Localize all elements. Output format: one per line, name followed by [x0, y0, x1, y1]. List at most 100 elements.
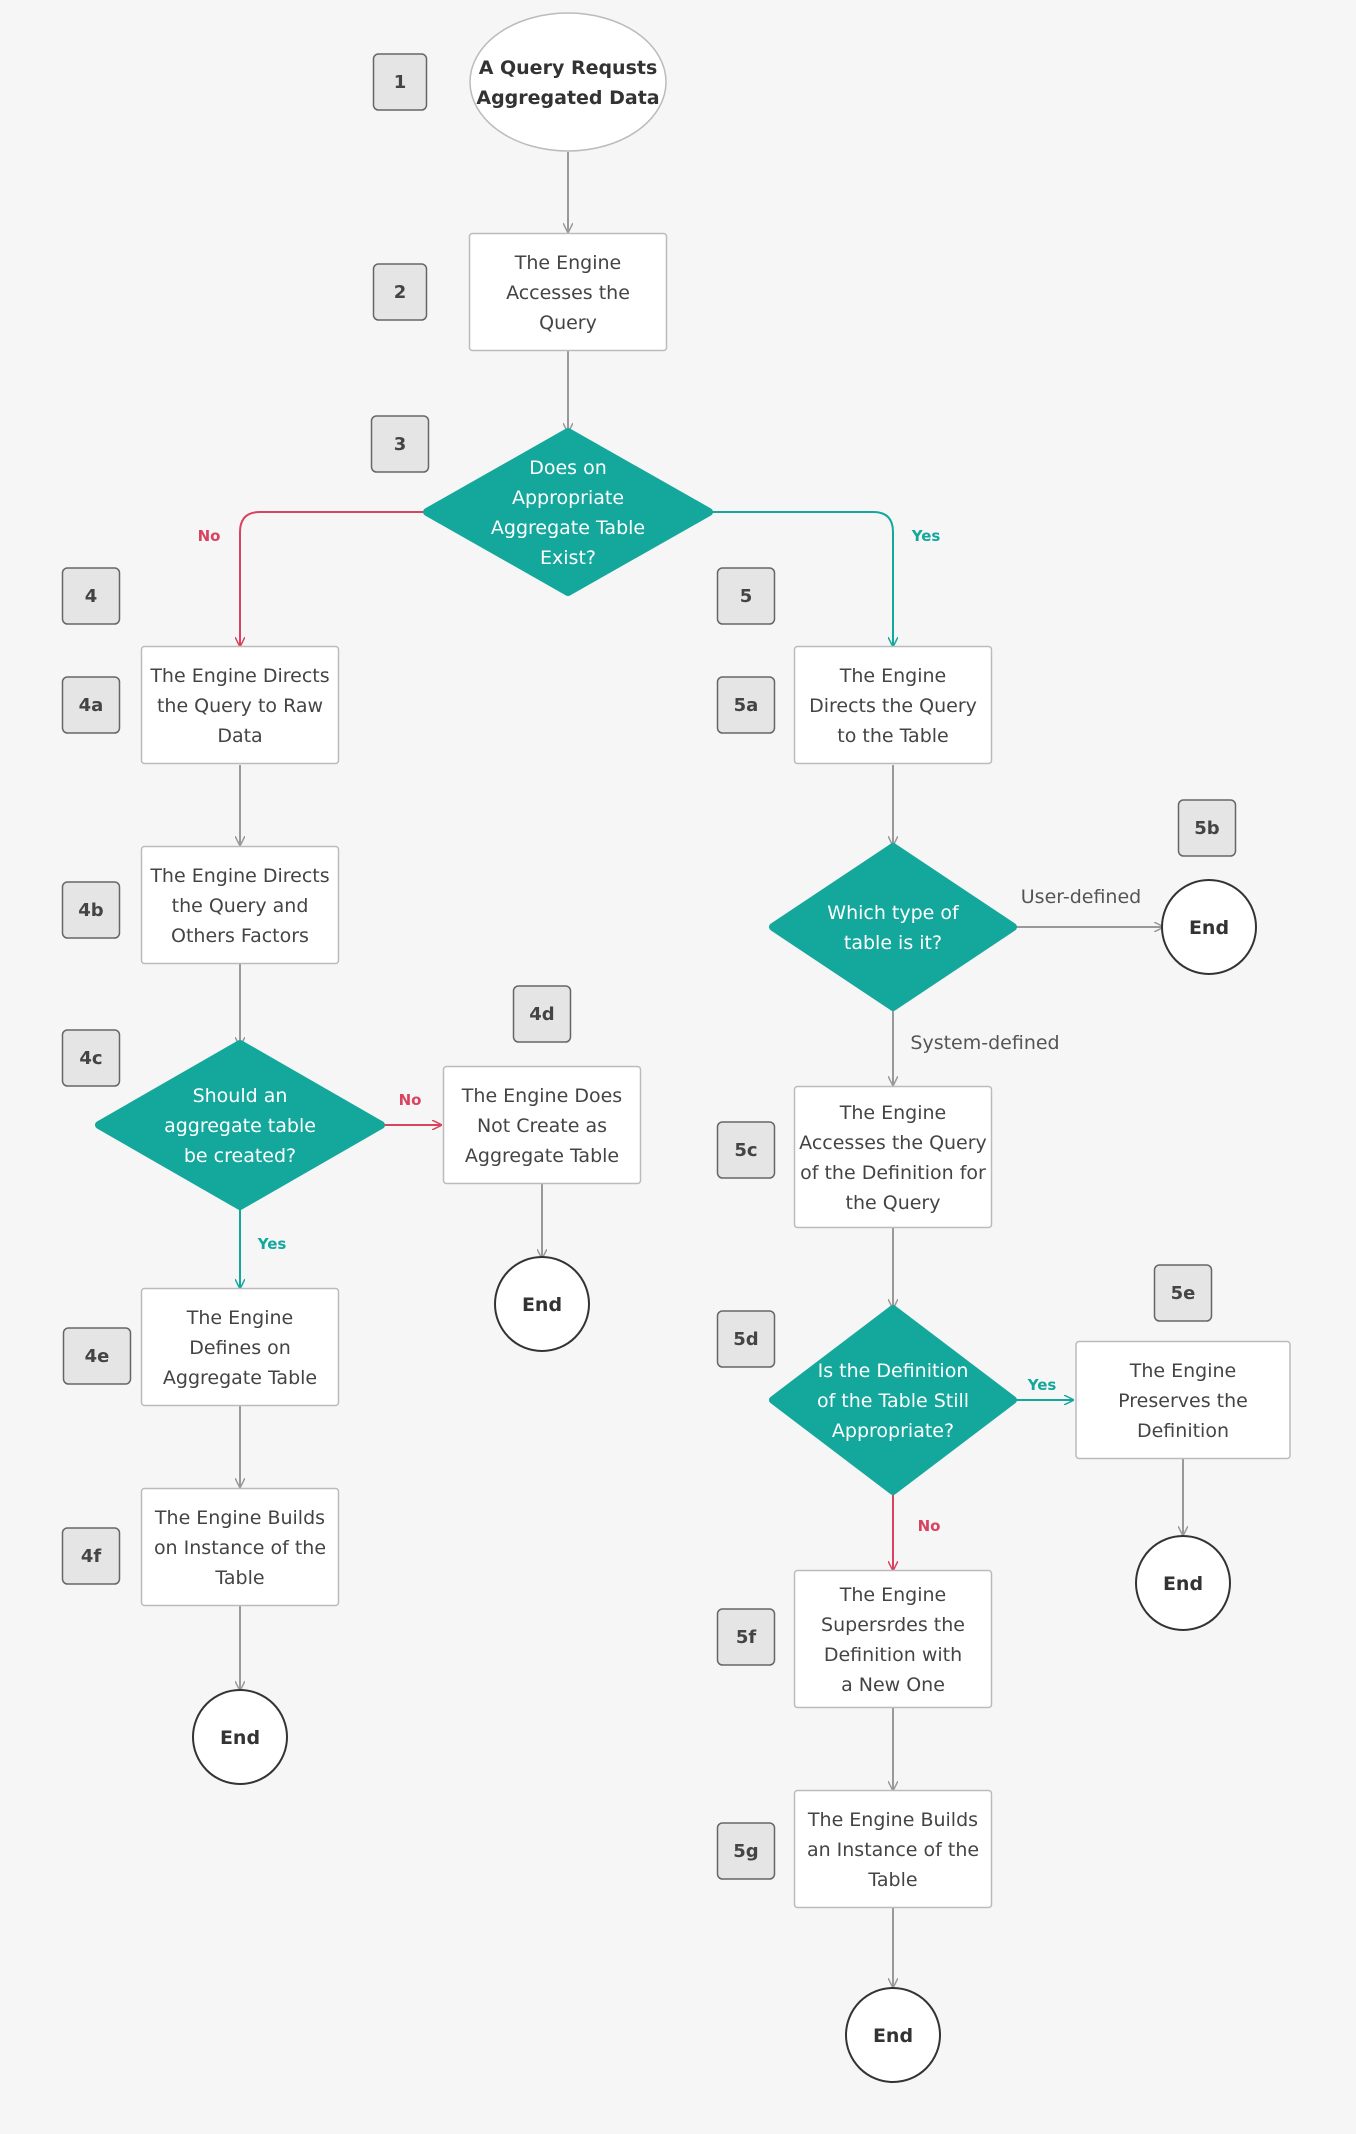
node-label-line: of the Definition for: [800, 1162, 986, 1184]
node-label-line: Aggregated Data: [476, 87, 659, 109]
decision-diamond-shape: [95, 1040, 385, 1210]
edge-label-d3-no: No: [198, 527, 221, 545]
step-badge-4e: 4e: [62, 1327, 132, 1385]
process-box-shape: [468, 232, 668, 352]
node-label-line: Table: [214, 1567, 264, 1589]
node-label-line: be created?: [184, 1145, 296, 1167]
node-label-line: The Engine Builds: [154, 1507, 325, 1529]
node-label-line: Others Factors: [171, 925, 309, 947]
step-badge-5g: 5g: [716, 1822, 776, 1880]
step-badge-shape: [512, 985, 572, 1043]
edge-3-yes: [709, 511, 893, 646]
end-label: End: [1163, 1573, 1203, 1595]
step-number: 4: [85, 586, 98, 607]
edge-label-d4c-yes: Yes: [257, 1235, 287, 1253]
node-label-line: The Engine: [186, 1307, 294, 1329]
edge-label-d5d-yes: Yes: [1027, 1376, 1057, 1394]
step-badge-4b: 4b: [61, 881, 121, 939]
end-circle: [192, 1689, 288, 1785]
node-label-line: Aggregate Table: [491, 517, 645, 539]
step-number: 4f: [81, 1546, 102, 1567]
step-badge-5e: 5e: [1153, 1264, 1213, 1322]
step-badge-4f: 4f: [61, 1527, 121, 1585]
edge-labels: No Yes No Yes User-defined System-define…: [198, 527, 1142, 1535]
step-number: 4c: [79, 1048, 102, 1069]
node-label-line: Defines on: [189, 1337, 291, 1359]
step-badge-5f: 5f: [716, 1608, 776, 1666]
step-number: 5c: [734, 1140, 757, 1161]
step-badge-shape: [61, 676, 121, 734]
step-number: 2: [394, 282, 407, 303]
process-box-shape: [1075, 1340, 1291, 1460]
node-label-line: Is the Definition: [818, 1360, 969, 1382]
step-number: 3: [394, 434, 407, 455]
step-badge-shape: [716, 1608, 776, 1666]
step-badge-shape: [370, 415, 430, 473]
end-circle: [845, 1987, 941, 2083]
node-label-line: aggregate table: [164, 1115, 316, 1137]
process-box-shape: [140, 845, 340, 965]
node-label-line: The Engine Directs: [149, 665, 329, 687]
process-box-shape: [140, 1487, 340, 1607]
node-label-line: The Engine Builds: [807, 1809, 978, 1831]
node-label-line: an Instance of the: [807, 1839, 979, 1861]
step-badge-shape: [1177, 799, 1237, 857]
node-label-line: Should an: [193, 1085, 288, 1107]
step-badge-5a: 5a: [716, 676, 776, 734]
decision-diamond-shape: [769, 1305, 1017, 1495]
node-label-line: Aggregate Table: [465, 1145, 619, 1167]
step-badge-shape: [61, 1527, 121, 1585]
process-box-shape: [793, 1569, 993, 1709]
node-label-line: Appropriate: [512, 487, 624, 509]
node-label-line: Which type of: [827, 902, 960, 924]
step-badge-shape: [716, 676, 776, 734]
node-label-line: Supersrdes the: [821, 1614, 965, 1636]
step-badge-5: 5: [716, 567, 776, 625]
node-label-line: The Engine Does: [461, 1085, 622, 1107]
edge-label-d5b-user: User-defined: [1021, 886, 1141, 908]
node-label-line: Directs the Query: [809, 695, 977, 717]
edge-label-d5d-no: No: [918, 1517, 941, 1535]
node-label-line: The Engine: [839, 1102, 947, 1124]
step-number: 5e: [1171, 1283, 1196, 1304]
end-4f-node: End: [192, 1689, 288, 1785]
node-label-line: the Query: [846, 1192, 941, 1214]
step-badge-5b: 5b: [1177, 799, 1237, 857]
step-number: 1: [394, 72, 407, 93]
node-label-line: a New One: [841, 1674, 945, 1696]
step-badge-shape: [61, 567, 121, 625]
end-5e-node: End: [1135, 1535, 1231, 1631]
step-badge-shape: [61, 881, 121, 939]
step-badge-1: 1: [372, 53, 428, 111]
end-label: End: [522, 1294, 562, 1316]
node-label-line: Appropriate?: [832, 1420, 954, 1442]
end-circle: [494, 1256, 590, 1352]
step-number: 5: [740, 586, 753, 607]
end-label: End: [1189, 917, 1229, 939]
step-badge-5d: 5d: [716, 1310, 776, 1368]
step-badge-shape: [716, 567, 776, 625]
end-label: End: [873, 2025, 913, 2047]
node-label-line: on Instance of the: [154, 1537, 326, 1559]
step-badge-5c: 5c: [716, 1121, 776, 1179]
process-box-shape: [140, 1287, 340, 1407]
step-badge-shape: [1153, 1264, 1213, 1322]
decision-d4c: Should an aggregate table be created?: [95, 1040, 385, 1210]
node-label-line: The Engine: [839, 1584, 947, 1606]
end-5b-node: End: [1161, 879, 1257, 975]
node-label-line: The Engine: [839, 665, 947, 687]
node-label-line: The Engine Directs: [149, 865, 329, 887]
node-label-line: Accesses the: [506, 282, 630, 304]
step-badge-4c: 4c: [61, 1029, 121, 1087]
node-label-line: the Query to Raw: [157, 695, 323, 717]
node-label-line: Table: [867, 1869, 917, 1891]
decision-diamond-shape: [769, 843, 1017, 1011]
